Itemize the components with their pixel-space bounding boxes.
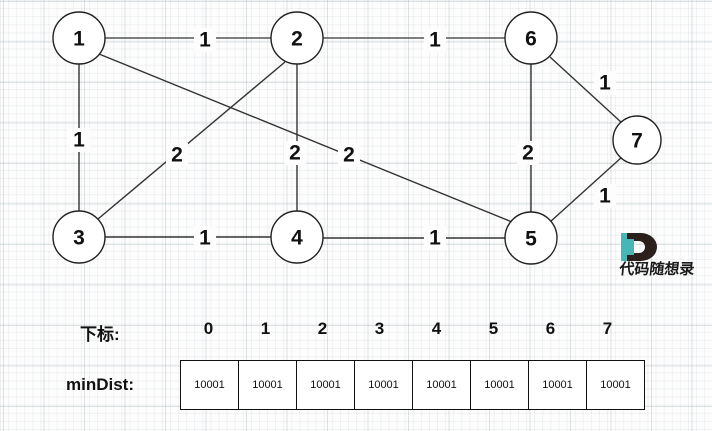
mindist-cell-0: 10001 <box>180 360 239 410</box>
node-label: 1 <box>73 28 85 51</box>
edge-weight-3-2: 2 <box>166 143 188 167</box>
edge-weight-label: 2 <box>171 144 183 167</box>
edge-labels-layer: 1 1 1 2 2 2 1 1 2 1 1 <box>68 28 616 250</box>
index-header-5: 5 <box>488 319 499 338</box>
graph-node-2[interactable]: 2 <box>270 11 324 65</box>
graph-node-1[interactable]: 1 <box>52 11 106 65</box>
node-label: 5 <box>525 228 537 251</box>
edge-weight-label: 2 <box>522 142 534 165</box>
edge-weight-2-4: 2 <box>284 141 306 165</box>
edge-weight-label: 2 <box>289 142 301 165</box>
edge-weight-1-2: 1 <box>194 28 216 52</box>
edge-weight-label: 1 <box>73 129 85 152</box>
index-header-4: 4 <box>431 319 442 338</box>
mindist-table: 10001 10001 10001 10001 10001 10001 1000… <box>180 360 645 410</box>
index-header-1: 1 <box>260 319 271 338</box>
edge-weight-6-7: 1 <box>594 71 616 95</box>
index-header-0: 0 <box>203 319 214 338</box>
edge-7-5 <box>549 156 623 223</box>
mindist-cell-3: 10001 <box>354 360 413 410</box>
edge-weight-label: 1 <box>429 29 441 52</box>
edge-weight-2-6: 1 <box>424 28 446 52</box>
index-header-2: 2 <box>317 319 328 338</box>
mindist-cell-1: 10001 <box>238 360 297 410</box>
edge-6-7 <box>549 56 623 124</box>
edge-3-2 <box>97 61 286 220</box>
edge-weight-label: 2 <box>343 144 355 167</box>
mindist-cell-4: 10001 <box>412 360 471 410</box>
node-label: 6 <box>525 28 537 51</box>
logo-text: 代码随想录 <box>618 260 696 278</box>
edge-weight-label: 1 <box>429 227 441 250</box>
node-label: 7 <box>631 130 643 153</box>
edge-weight-label: 1 <box>199 29 211 52</box>
mindist-row-label: minDist: <box>66 375 134 394</box>
edge-weight-7-5: 1 <box>594 184 616 208</box>
edges-layer <box>78 37 623 239</box>
node-label: 2 <box>291 28 303 51</box>
edge-weight-3-4: 1 <box>194 226 216 250</box>
graph-node-4[interactable]: 4 <box>270 210 324 264</box>
graph-node-5[interactable]: 5 <box>504 211 558 265</box>
edge-weight-6-5: 2 <box>517 141 539 165</box>
edge-1-5 <box>98 53 513 223</box>
edge-weight-label: 1 <box>599 72 611 95</box>
edge-weight-1-3: 1 <box>68 128 90 152</box>
index-row-label: 下标: <box>80 325 120 344</box>
mindist-cell-2: 10001 <box>296 360 355 410</box>
edge-weight-label: 1 <box>599 185 611 208</box>
index-header-3: 3 <box>374 319 385 338</box>
mindist-cell-5: 10001 <box>470 360 529 410</box>
index-header-6: 6 <box>545 319 556 338</box>
graph-node-7[interactable]: 7 <box>612 115 662 165</box>
nodes-layer: 1 2 6 7 3 4 5 <box>52 11 662 265</box>
graph-node-3[interactable]: 3 <box>52 210 106 264</box>
logo-d-icon <box>621 233 657 261</box>
index-header-7: 7 <box>602 319 613 338</box>
table-row: 10001 10001 10001 10001 10001 10001 1000… <box>180 360 645 410</box>
edge-weight-label: 1 <box>199 227 211 250</box>
graph-node-6[interactable]: 6 <box>504 11 558 65</box>
edge-weight-4-5: 1 <box>424 226 446 250</box>
mindist-cell-7: 10001 <box>586 360 645 410</box>
node-label: 4 <box>291 227 303 250</box>
edge-weight-1-5: 2 <box>338 143 360 167</box>
mindist-cell-6: 10001 <box>528 360 587 410</box>
node-label: 3 <box>73 227 85 250</box>
brand-logo: 代码随想录 <box>607 230 707 286</box>
